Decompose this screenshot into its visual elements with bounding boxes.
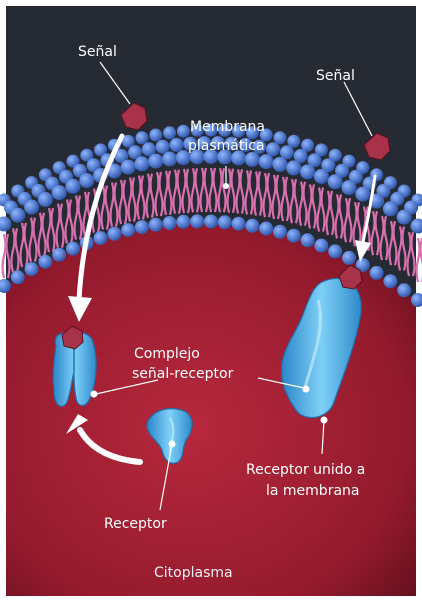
signal-left-label: Señal <box>78 44 117 60</box>
lipid-head <box>314 169 329 184</box>
membrane-leader-dot <box>223 183 229 189</box>
lipid-head <box>162 152 177 167</box>
lipid-head <box>121 160 136 175</box>
lipid-head <box>301 233 315 247</box>
membrane-label-line2: plasmática <box>188 138 265 154</box>
lipid-head <box>266 142 280 156</box>
lipid-head <box>314 239 328 253</box>
complex-leader-dot <box>91 391 98 398</box>
lipid-head <box>342 180 357 195</box>
lipid-head <box>163 126 176 139</box>
lipid-head <box>24 200 39 215</box>
bound-receptor-label-line1: Receptor unido a <box>246 462 365 478</box>
lipid-head <box>190 214 204 228</box>
lipid-head <box>218 215 232 229</box>
lipid-head <box>135 156 150 171</box>
bound-receptor-label-line2: la membrana <box>266 483 359 499</box>
lipid-head <box>94 231 108 245</box>
lipid-head <box>273 157 288 172</box>
lipid-head <box>156 140 170 154</box>
lipid-head <box>79 173 94 188</box>
lipid-head <box>300 164 315 179</box>
lipid-head <box>259 154 274 169</box>
lipid-head <box>397 283 411 297</box>
lipid-head <box>328 244 342 258</box>
lipid-head <box>287 229 301 243</box>
lipid-head <box>232 217 246 231</box>
lipid-head <box>107 227 121 241</box>
receptor-label: Receptor <box>104 516 167 532</box>
lipid-head <box>177 125 190 138</box>
cytoplasm-label: Citoplasma <box>154 565 233 581</box>
lipid-head <box>149 218 163 232</box>
lipid-head <box>273 225 287 239</box>
lipid-head <box>274 131 287 144</box>
lipid-head <box>245 152 260 167</box>
lipid-head <box>342 251 356 265</box>
bound-receptor-leader-dot <box>321 417 328 424</box>
complex-leader-dot-right <box>303 386 310 393</box>
lipid-head <box>10 208 25 223</box>
lipid-head <box>52 248 66 262</box>
membrane-label-line1: Membrana <box>190 119 265 135</box>
lipid-head <box>66 242 80 256</box>
lipid-head <box>383 274 397 288</box>
lipid-head <box>163 216 177 230</box>
lipid-head <box>121 223 135 237</box>
lipid-head <box>136 131 149 144</box>
lipid-head <box>38 255 52 269</box>
receptor-leader-dot <box>169 441 176 448</box>
lipid-head <box>11 270 25 284</box>
lipid-head <box>245 219 259 233</box>
lipid-head <box>38 192 53 207</box>
lipid-head <box>383 201 398 216</box>
lipid-head <box>328 174 343 189</box>
complex-label-line2: señal-receptor <box>132 366 234 382</box>
lipid-head <box>170 138 184 152</box>
lipid-tail <box>3 234 6 278</box>
lipid-head <box>286 160 301 175</box>
complex-label-line1: Complejo <box>134 346 200 362</box>
lipid-tail <box>417 238 420 282</box>
lipid-head <box>25 262 39 276</box>
lipid-head <box>397 210 412 225</box>
lipid-head <box>66 179 81 194</box>
lipid-head <box>370 266 384 280</box>
lipid-head <box>176 215 190 229</box>
lipid-head <box>259 222 273 236</box>
lipid-head <box>204 215 218 229</box>
lipid-head <box>355 187 370 202</box>
signal-right-label: Señal <box>316 68 355 84</box>
lipid-head <box>52 185 67 200</box>
lipid-head <box>135 220 149 234</box>
lipid-head <box>149 129 162 142</box>
lipid-head <box>148 154 163 169</box>
